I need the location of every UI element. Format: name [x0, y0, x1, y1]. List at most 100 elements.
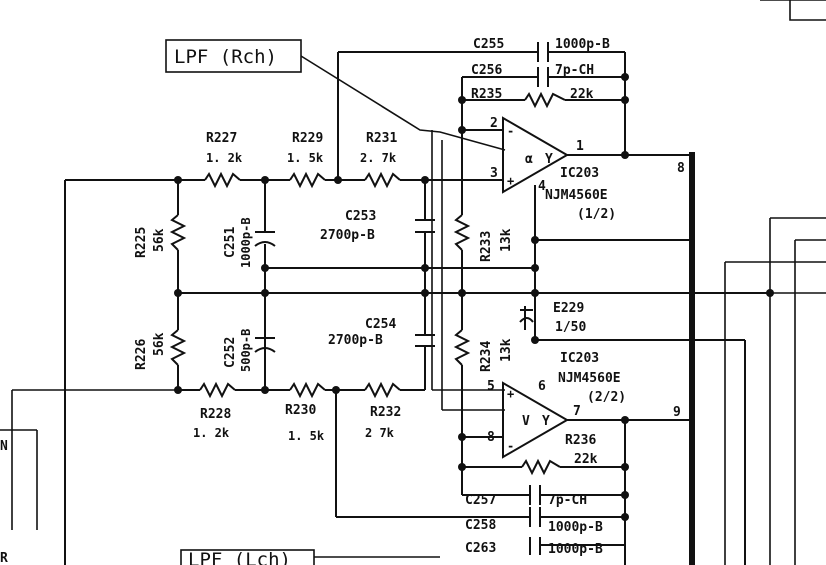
r235-val: 22k: [570, 87, 594, 102]
svg-text:α: α: [525, 152, 533, 167]
c252-val: 500p-B: [239, 329, 253, 372]
r225-symbol: [169, 214, 187, 251]
r231-val: 2. 7k: [360, 151, 397, 165]
r227-ref: R227: [206, 131, 237, 146]
svg-text:V: V: [522, 414, 530, 429]
r232-val: 2 7k: [365, 426, 395, 440]
c257-ref: C257: [465, 493, 496, 508]
c263-ref: C263: [465, 541, 496, 556]
c253-symbol: [415, 219, 435, 233]
c251-symbol: [254, 231, 276, 247]
r234-val: 13k: [499, 338, 514, 362]
svg-text:9: 9: [673, 405, 681, 420]
c258-symbol: [529, 507, 541, 527]
c263-symbol: [529, 537, 541, 555]
svg-text:+: +: [507, 174, 514, 188]
r227-val: 1. 2k: [206, 151, 243, 165]
right-wires: [724, 0, 826, 565]
opamp-ic203-2: + - V Y: [502, 381, 569, 459]
c252-ref: C252: [223, 337, 238, 368]
r225-val: 56k: [152, 228, 167, 252]
lower-wires: [0, 293, 746, 565]
svg-text:1: 1: [576, 139, 584, 154]
svg-text:Y: Y: [542, 414, 550, 429]
c253-val: 2700p-B: [320, 228, 375, 243]
r228-symbol: [199, 381, 236, 399]
r235-symbol: [524, 91, 566, 109]
e229-ref: E229: [553, 301, 584, 316]
svg-text:LPF (Rch): LPF (Rch): [174, 46, 277, 68]
r229-val: 1. 5k: [287, 151, 324, 165]
r234-ref: R234: [479, 341, 494, 372]
c255-symbol: [537, 42, 549, 62]
ic203b-ref: IC203: [560, 351, 599, 366]
ic203a-ref: IC203: [560, 166, 599, 181]
junctions: [174, 73, 774, 521]
svg-text:LPF (Lch): LPF (Lch): [188, 549, 291, 565]
ic203b-part: NJM4560E: [558, 371, 621, 386]
r230-ref: R230: [285, 403, 316, 418]
svg-text:Y: Y: [545, 152, 553, 167]
c251-val: 1000p-B: [239, 217, 253, 268]
r233-ref: R233: [479, 231, 494, 262]
r232-ref: R232: [370, 405, 401, 420]
e229-symbol: [519, 306, 534, 330]
c254-symbol: [415, 334, 435, 347]
r235-ref: R235: [471, 87, 502, 102]
r225-ref: R225: [134, 227, 149, 258]
r226-ref: R226: [134, 339, 149, 370]
c258-ref: C258: [465, 518, 496, 533]
c256-ref: C256: [471, 63, 502, 78]
svg-text:6: 6: [538, 379, 546, 394]
r228-val: 1. 2k: [193, 426, 230, 440]
svg-text:+: +: [507, 387, 514, 401]
r226-val: 56k: [152, 332, 167, 356]
r231-ref: R231: [366, 131, 397, 146]
r226-symbol: [169, 329, 187, 366]
r231-symbol: [364, 171, 401, 189]
edge-label-n: N: [0, 439, 8, 454]
svg-text:8: 8: [487, 430, 495, 445]
e229-val: 1/50: [555, 320, 586, 335]
r229-ref: R229: [292, 131, 323, 146]
r232-symbol: [364, 381, 401, 399]
c263-val: 1000p-B: [548, 542, 603, 557]
r236-val: 22k: [574, 452, 598, 467]
r234-symbol: [453, 329, 471, 366]
c254-ref: C254: [365, 317, 396, 332]
c252-symbol: [254, 337, 276, 353]
c256-symbol: [537, 67, 549, 87]
svg-text:-: -: [507, 439, 514, 453]
c255-ref: C255: [473, 37, 504, 52]
r236-symbol: [521, 458, 561, 476]
lpf-rch-title: LPF (Rch): [165, 39, 302, 73]
ic203a-part: NJM4560E: [545, 188, 608, 203]
c253-ref: C253: [345, 209, 376, 224]
r236-ref: R236: [565, 433, 596, 448]
c257-symbol: [529, 485, 541, 505]
r228-ref: R228: [200, 407, 231, 422]
r230-symbol: [289, 381, 326, 399]
c258-val: 1000p-B: [548, 520, 603, 535]
edge-label-r: R: [0, 551, 8, 565]
r230-val: 1. 5k: [288, 429, 325, 443]
c256-val: 7p-CH: [555, 63, 594, 78]
opamp-ic203-1: - + α Y: [502, 116, 569, 194]
ic203a-unit: (1/2): [577, 207, 616, 222]
r229-symbol: [289, 171, 326, 189]
r233-val: 13k: [499, 228, 514, 252]
r233-symbol: [453, 214, 471, 251]
c251-ref: C251: [223, 227, 238, 258]
c254-val: 2700p-B: [328, 333, 383, 348]
c255-val: 1000p-B: [555, 37, 610, 52]
r227-symbol: [204, 171, 241, 189]
svg-text:5: 5: [487, 379, 495, 394]
c257-val: 7p-CH: [548, 493, 587, 508]
svg-text:2: 2: [490, 116, 498, 131]
lpf-lch-title: LPF (Lch): [180, 549, 315, 565]
svg-text:8: 8: [677, 161, 685, 176]
ic203b-unit: (2/2): [587, 390, 626, 405]
svg-text:-: -: [507, 124, 514, 138]
svg-text:7: 7: [573, 404, 581, 419]
